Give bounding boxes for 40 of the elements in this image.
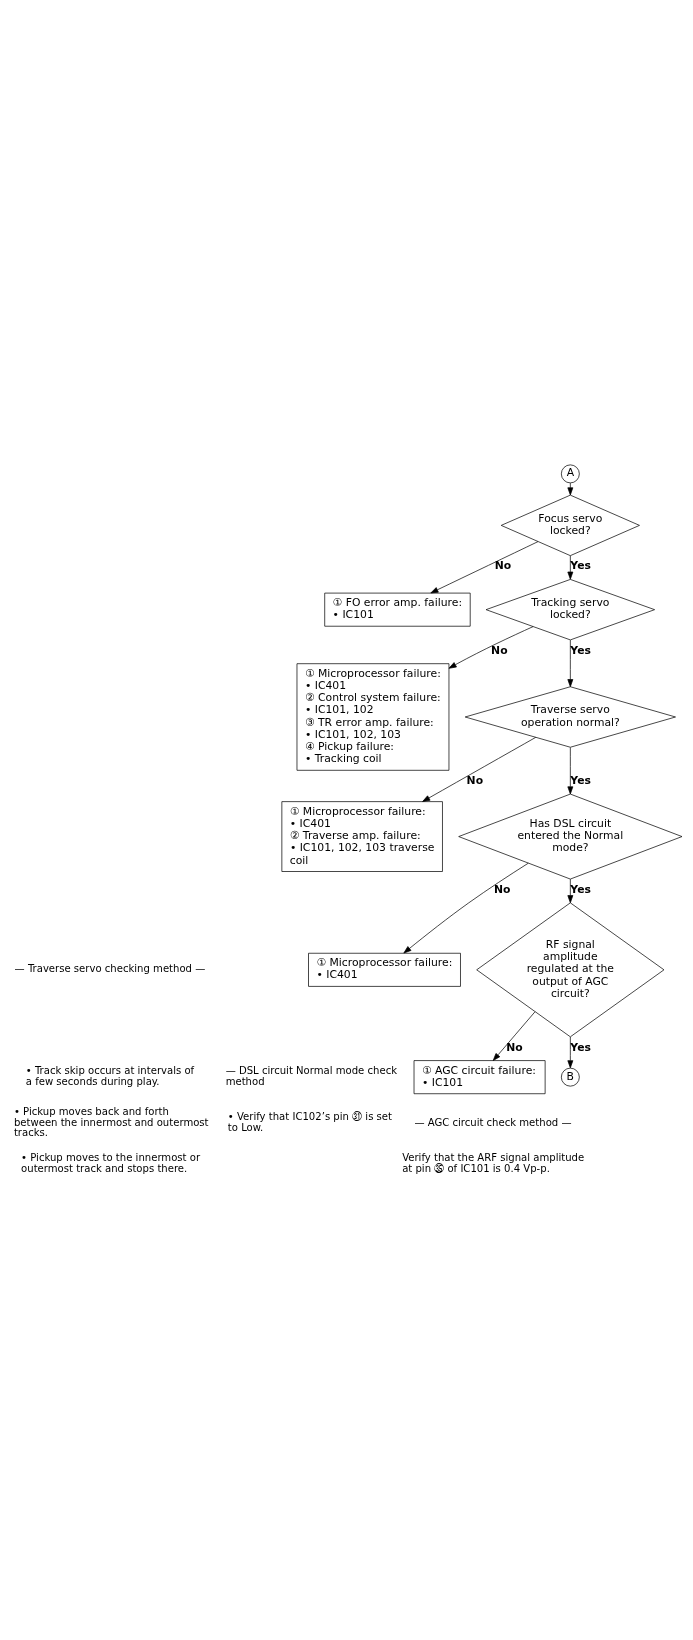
arrow xyxy=(567,639,574,688)
edge-label: Yes xyxy=(570,643,591,657)
arrow xyxy=(567,555,574,580)
edge-label: Yes xyxy=(570,882,591,896)
arrow xyxy=(567,747,574,795)
arrow xyxy=(492,1011,536,1061)
node-box: ① FO error amp. failure: • IC101 xyxy=(324,592,471,627)
arrow xyxy=(567,878,574,904)
edge-label: No xyxy=(494,559,512,573)
node-diamond: Has DSL circuit entered the Normal mode? xyxy=(458,793,683,880)
node-diamond: RF signal amplitude regulated at the output of AGC circuit? xyxy=(476,902,665,1038)
arrow xyxy=(422,737,537,802)
arrow xyxy=(567,1036,574,1069)
label: Verify that the ARF signal amplitude at pin ㉟ of IC101 is 0.4 Vp-p. xyxy=(402,1151,585,1174)
edge-label: No xyxy=(491,643,508,657)
node-box: ① Microprocessor failure: • IC401 xyxy=(308,952,461,987)
label: — Traverse servo checking method — xyxy=(14,963,206,975)
arrow xyxy=(567,482,574,496)
node-circle: A xyxy=(561,464,580,484)
node-box: ① AGC circuit failure: • IC101 xyxy=(413,1060,546,1095)
node-box: ① Microprocessor failure: • IC401 ② Traverse amp. failure: • IC101, 102, 103 traverse coil xyxy=(281,801,443,872)
node-circle: B xyxy=(561,1067,580,1087)
edge-label: No xyxy=(493,882,511,896)
edge-label: Yes xyxy=(570,1040,591,1054)
arrow xyxy=(448,626,534,669)
edge-label: Yes xyxy=(570,559,591,573)
node-diamond: Tracking servo locked? xyxy=(485,579,655,641)
label: • Track skip occurs at intervals of a few seconds during play. xyxy=(25,1065,195,1088)
node-diamond: Traverse servo operation normal? xyxy=(464,686,676,748)
label: — DSL circuit Normal mode check method xyxy=(225,1065,398,1088)
label: — AGC circuit check method — xyxy=(414,1116,572,1128)
edge-label: No xyxy=(466,773,484,787)
label: • Verify that IC102’s pin ㉛ is set to Low. xyxy=(227,1111,392,1133)
label: • Pickup moves back and forth between the innermost and outermost tracks. xyxy=(13,1105,209,1139)
edge-label: No xyxy=(506,1040,523,1054)
arrow xyxy=(430,541,539,594)
node-box: ① Microprocessor failure: • IC401 ② Control system failure: • IC101, 102 ③ TR error amp. failure: • IC101, 102, 103 ④ Pickup failure: • Tracking coil xyxy=(296,663,450,771)
label: • Pickup moves to the innermost or outermost track and stops there. xyxy=(21,1151,201,1174)
arrow xyxy=(403,862,529,954)
node-diamond: Focus servo locked? xyxy=(500,494,640,556)
